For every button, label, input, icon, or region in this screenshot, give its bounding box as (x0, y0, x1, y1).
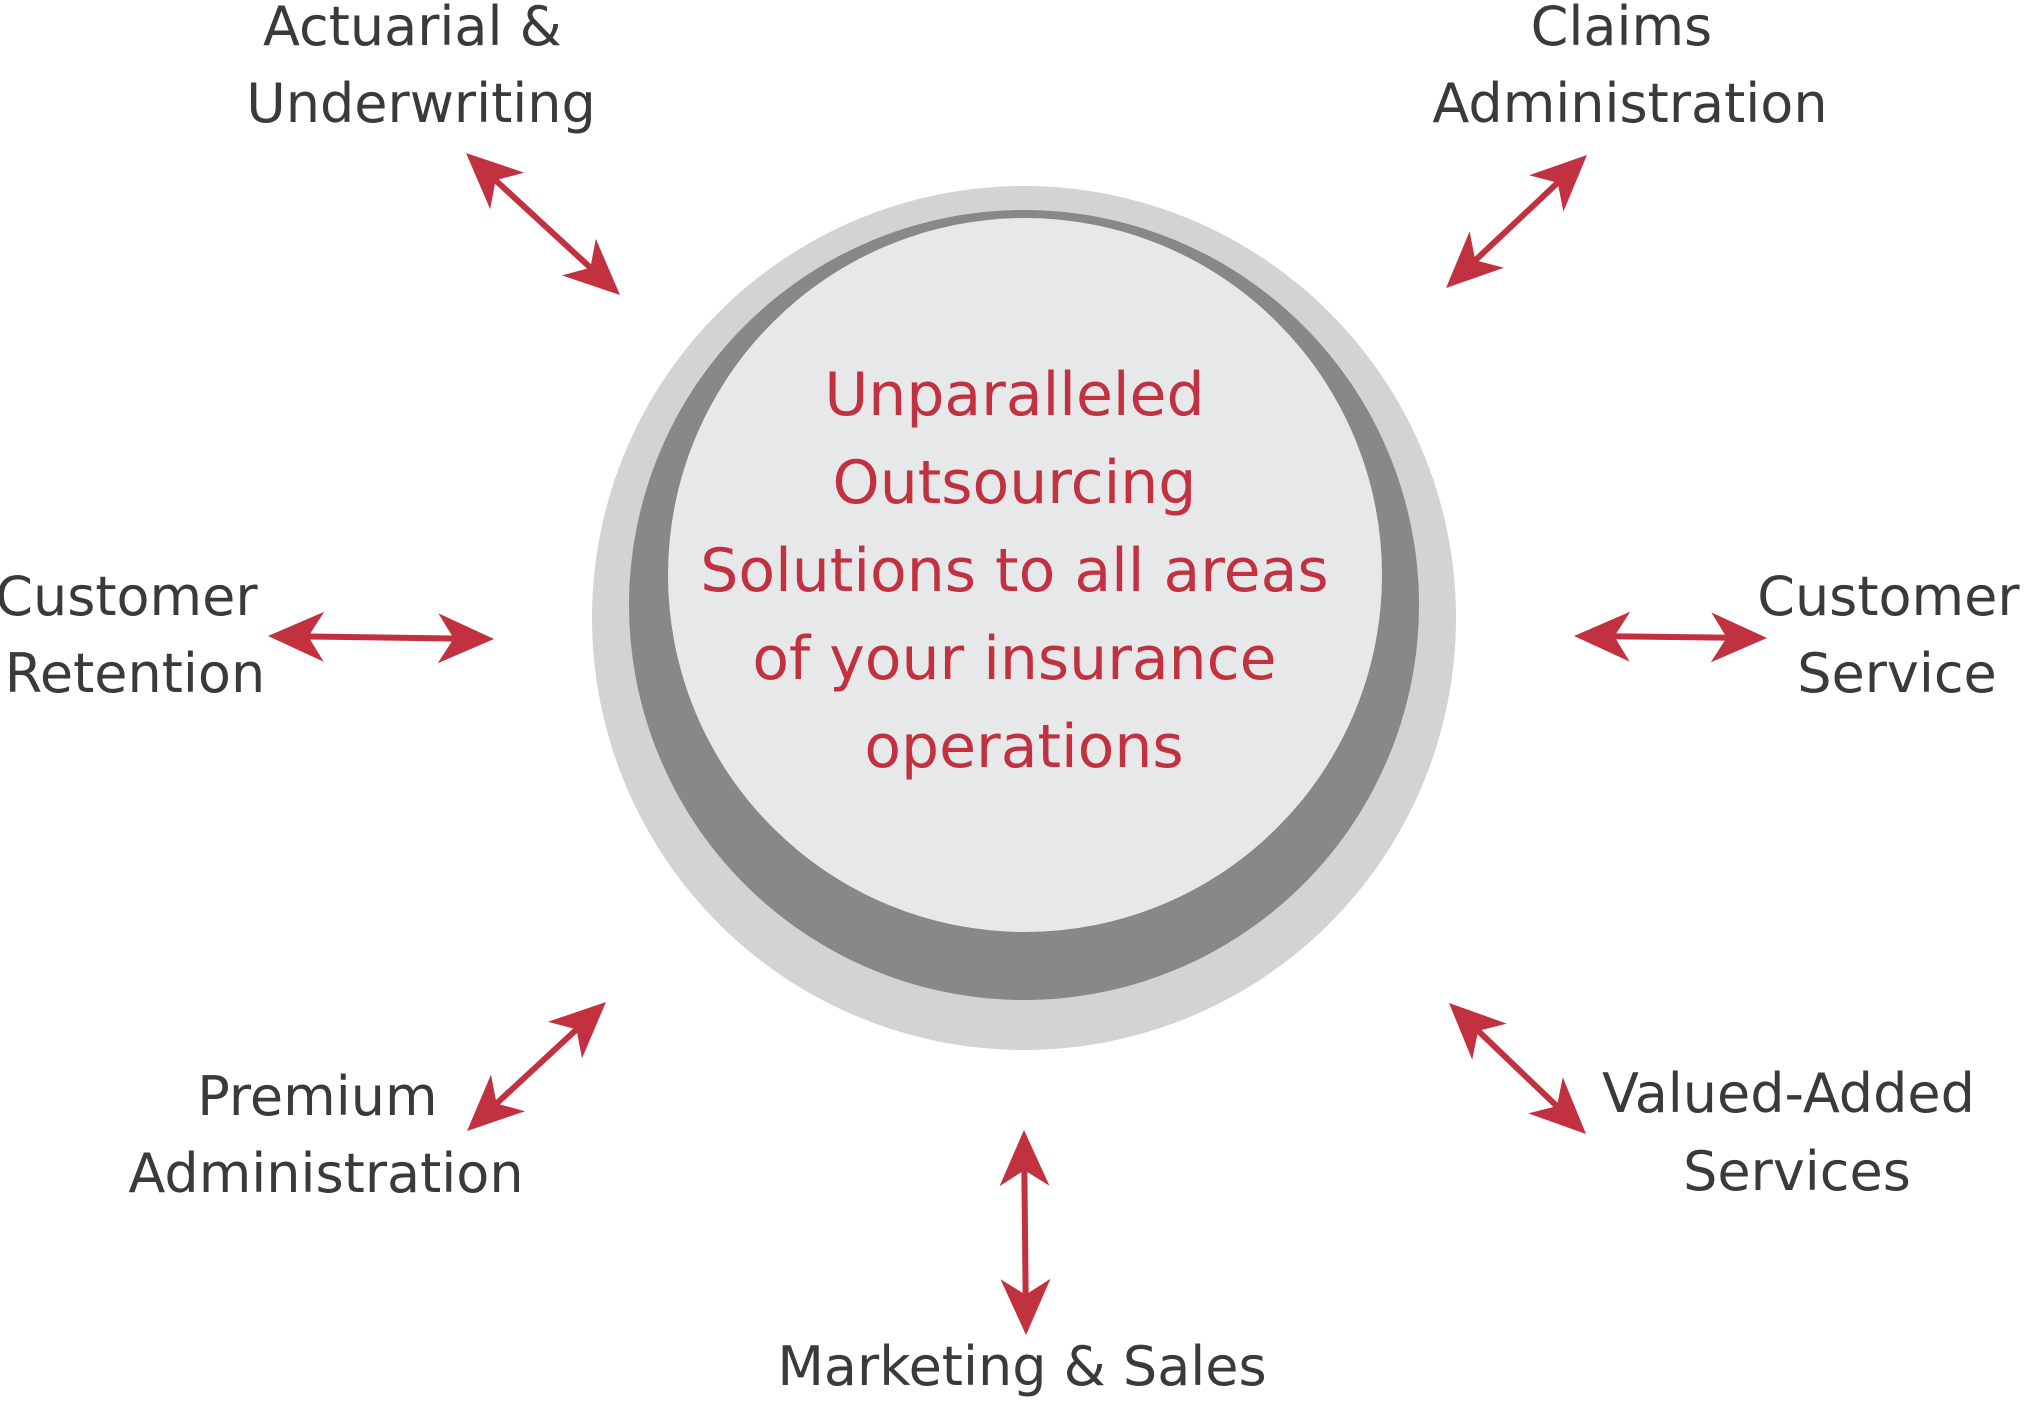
arrow-head (1446, 231, 1504, 288)
node-line: Administration (128, 1142, 523, 1205)
arrow-head (999, 1130, 1050, 1187)
center-line-2: Outsourcing (833, 448, 1197, 518)
node-line: Customer (0, 565, 258, 628)
node-line: Claims (1531, 0, 1713, 58)
node-line: Administration (1432, 72, 1827, 135)
arrow-head (561, 238, 620, 295)
node-line: Actuarial & (263, 0, 562, 58)
node-line: Marketing & Sales (777, 1335, 1266, 1398)
node-line: Services (1683, 1140, 1911, 1203)
node-claims-administration: Claims Administration (1432, 0, 1827, 135)
arrow-valued-added-services (1449, 1003, 1586, 1134)
arrow-claims-administration (1446, 155, 1587, 288)
inner-disc (668, 218, 1382, 932)
arrow-actuarial-underwriting (466, 153, 620, 295)
arrow-customer-service (1574, 611, 1767, 663)
arrow-shaft (1607, 633, 1734, 641)
node-line: Premium (197, 1065, 437, 1128)
node-valued-added-services: Valued-Added Services (1602, 1062, 1992, 1203)
arrow-shaft (489, 1022, 584, 1111)
arrow-shaft (488, 173, 598, 275)
node-line: Retention (5, 642, 265, 705)
arrow-premium-administration (467, 1002, 606, 1131)
connector-arrows (268, 153, 1767, 1335)
central-hub: Unparalleled Outsourcing Solutions to al… (592, 186, 1456, 1050)
node-marketing-sales: Marketing & Sales (777, 1335, 1266, 1398)
node-line: Underwriting (246, 72, 596, 135)
center-line-3: Solutions to all areas (700, 536, 1328, 606)
node-customer-service: Customer Service (1757, 565, 2036, 705)
center-label: Unparalleled Outsourcing Solutions to al… (700, 360, 1347, 782)
node-line: Valued-Added (1602, 1062, 1975, 1125)
node-customer-retention: Customer Retention (0, 565, 275, 705)
arrow-marketing-sales (999, 1130, 1051, 1335)
node-line: Service (1797, 642, 1997, 705)
center-line-5: operations (864, 712, 1183, 782)
arrow-head (1000, 1278, 1051, 1335)
arrow-head (467, 1074, 526, 1131)
center-line-4: of your insurance (752, 624, 1276, 694)
arrow-customer-retention (268, 611, 494, 664)
arrow-head (1710, 612, 1767, 663)
arrow-head (268, 611, 325, 662)
arrow-shaft (1471, 1024, 1564, 1113)
arrow-shaft (1021, 1163, 1029, 1302)
arrow-head (1528, 1077, 1586, 1134)
node-actuarial-underwriting: Actuarial & Underwriting (246, 0, 596, 135)
arrow-head (1529, 155, 1587, 212)
arrow-shaft (301, 633, 461, 642)
arrow-head (466, 153, 525, 210)
arrow-head (1574, 611, 1631, 662)
arrow-head (547, 1002, 606, 1059)
node-premium-administration: Premium Administration (128, 1065, 523, 1205)
node-line: Customer (1757, 565, 2020, 628)
center-line-1: Unparalleled (824, 360, 1204, 430)
arrow-head (1449, 1003, 1507, 1060)
arrow-shaft (1468, 175, 1565, 268)
arrow-head (437, 613, 494, 664)
